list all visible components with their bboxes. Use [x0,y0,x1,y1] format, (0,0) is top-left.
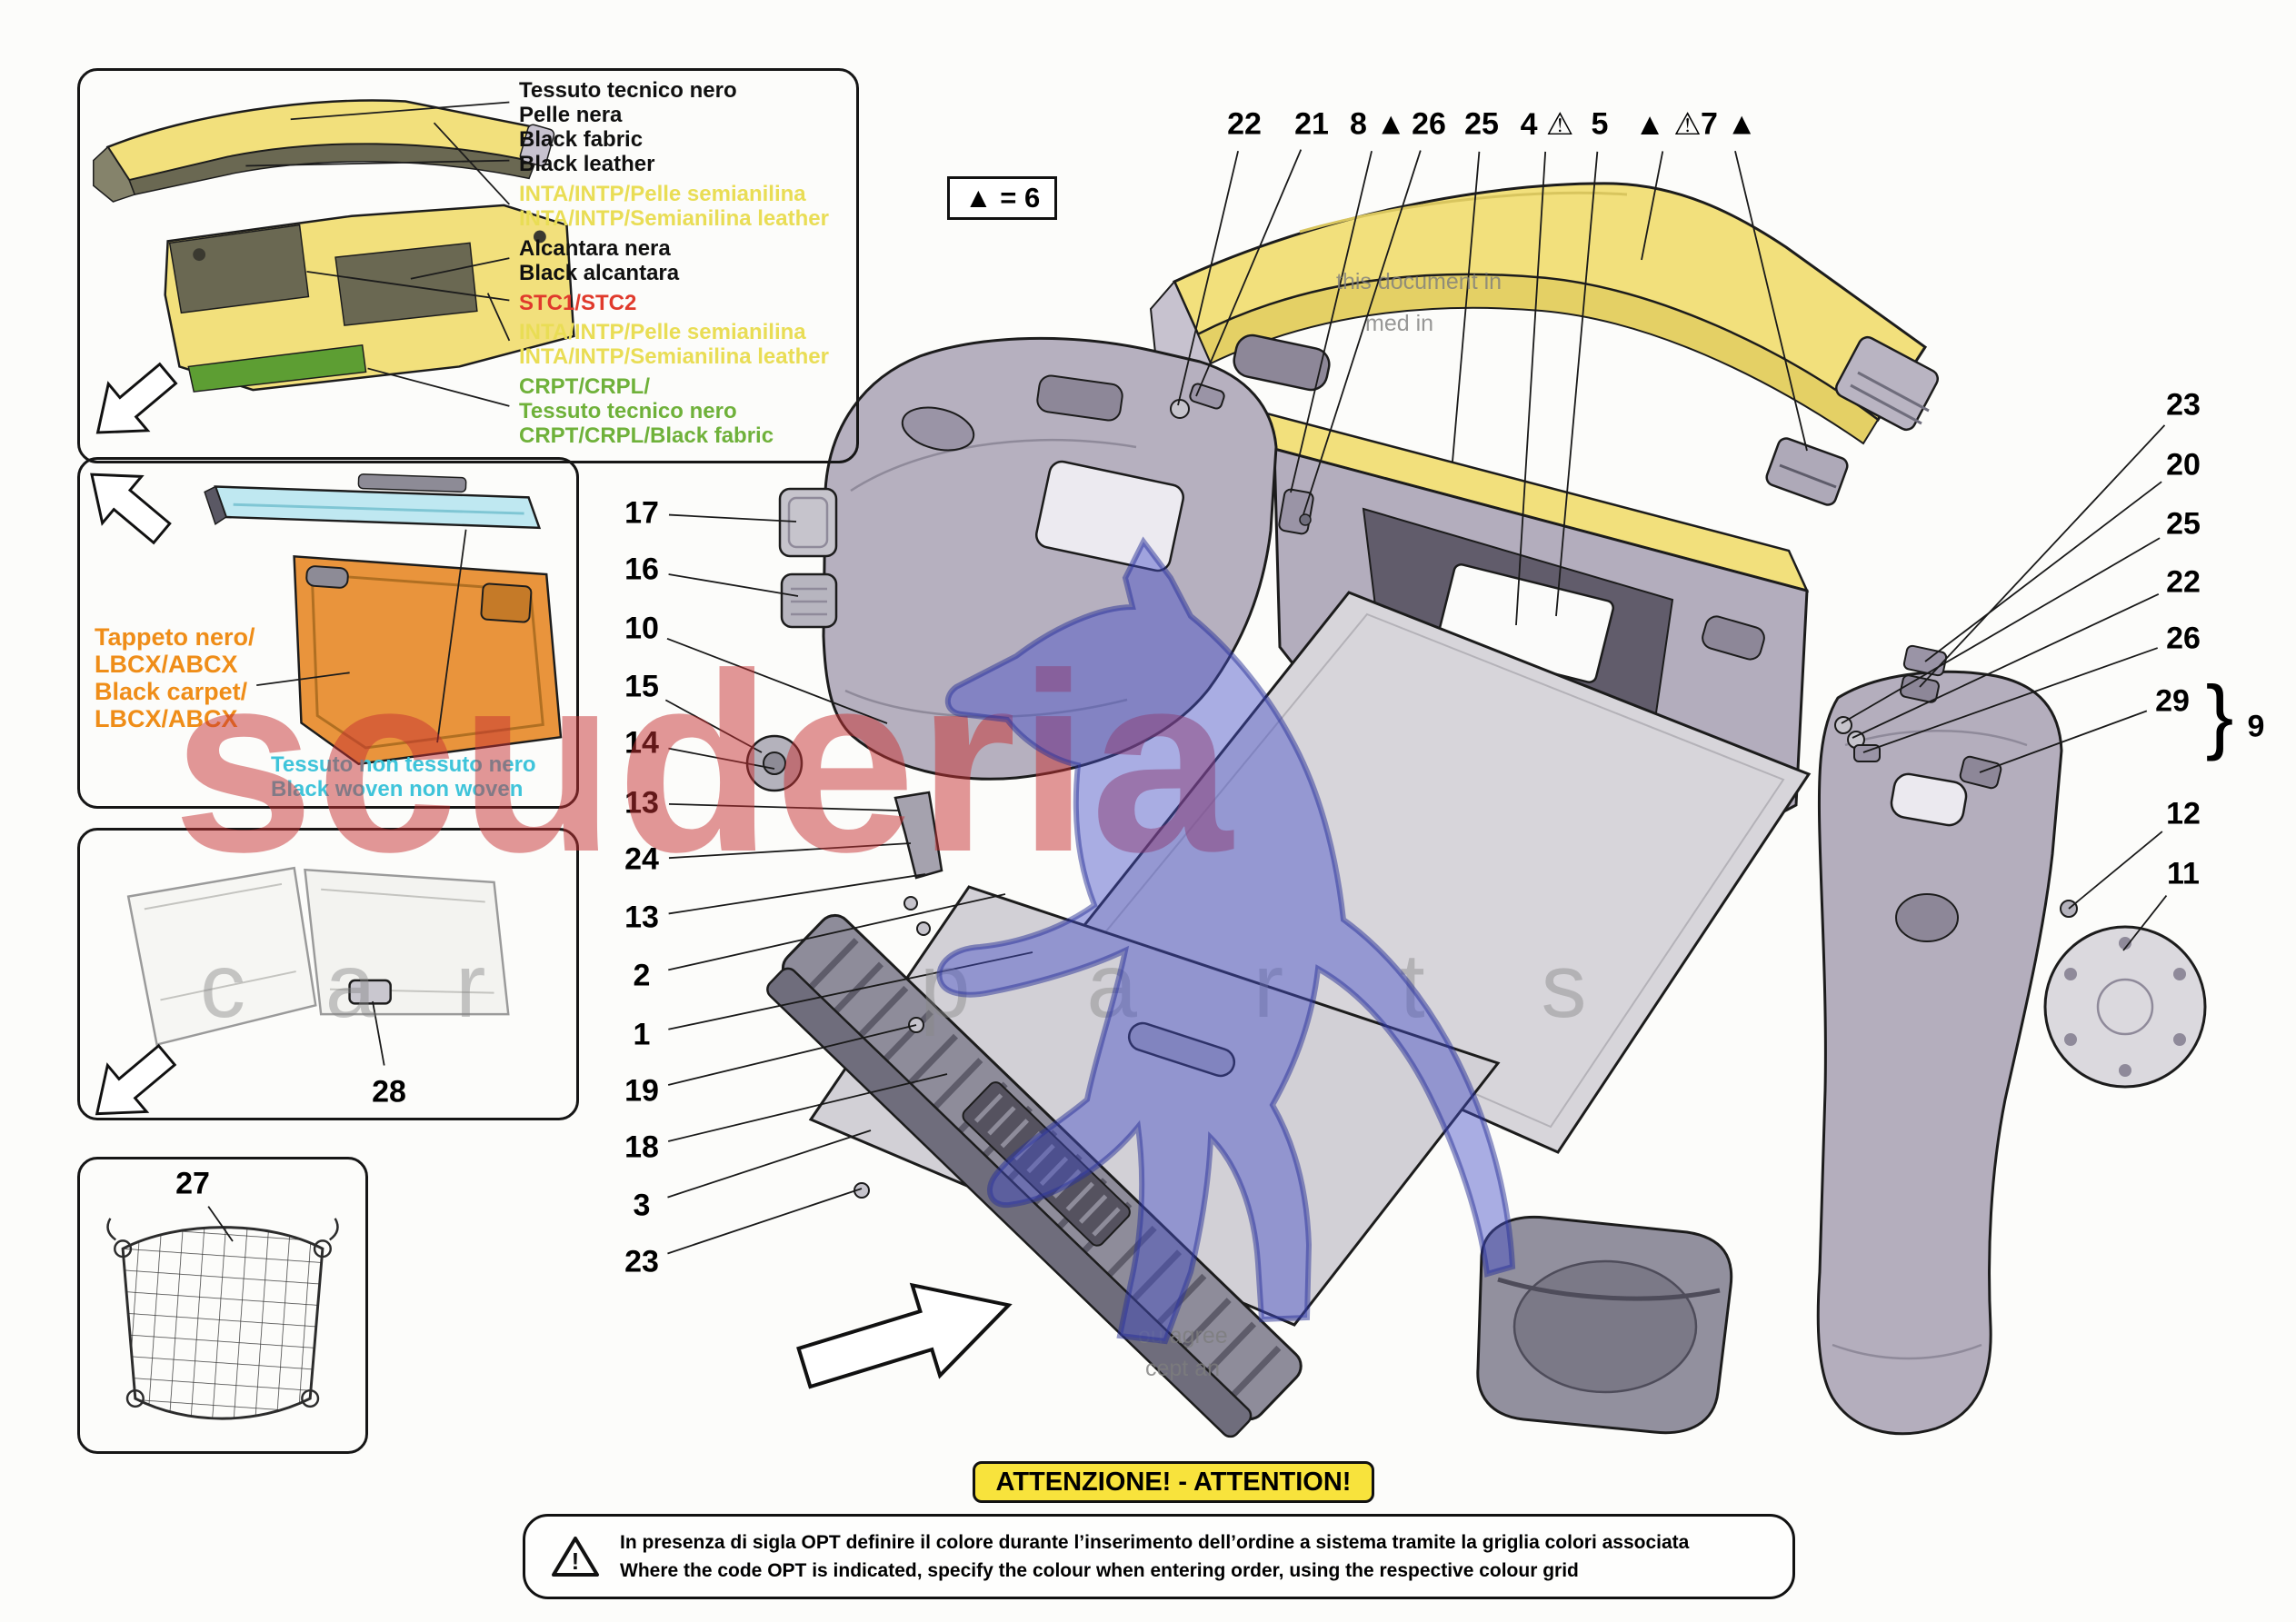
direction-arrow-icon [796,1282,1013,1389]
part-callout: 5 [1591,106,1609,142]
material-label-stc: STC1/STC2 [519,291,637,315]
liner-panels-box [77,828,579,1120]
right-side-trim-panel [1816,644,2207,1436]
part-callout: 17 [624,495,659,531]
carpet-panel-drawing [293,555,563,766]
materials-legend-art [93,99,575,434]
luggage-net-box [77,1157,368,1454]
part-callout: 22 [2166,564,2201,600]
svg-text:!: ! [572,1547,580,1575]
direction-arrow-icon [90,473,172,545]
part-callout: 27 [175,1166,210,1201]
part-callout: 10 [624,611,659,646]
part-callout: 7 ▲ [1700,106,1758,142]
part-callout: 19 [624,1073,659,1109]
part-callout: 11 [2167,856,2200,891]
luggage-net-art [106,1218,339,1420]
part-callout: 18 [624,1129,659,1165]
part-callout: 15 [624,669,659,704]
part-callout: 28 [372,1074,406,1110]
liner-panels-drawing [126,866,510,1047]
part-callout: } [2205,669,2234,762]
part-callout: 24 [624,841,659,877]
part-callout: 9 [2247,709,2265,744]
material-label-alcantara: Alcantara nera Black alcantara [519,236,680,285]
direction-arrow-icon [95,362,178,434]
carpet-label: Tappeto nero/ LBCX/ABCX Black carpet/ LB… [95,623,255,732]
materials-legend-box: Tessuto tecnico nero Pelle nera Black fa… [77,68,859,463]
part-callout: 26 [1412,106,1446,142]
part-callout: 20 [2166,447,2201,483]
opt-warning-text: In presenza di sigla OPT definire il col… [620,1528,1689,1586]
material-label-semianilina-top: INTA/INTP/Pelle semianilina INTA/INTP/Se… [519,182,829,231]
opt-warning-line2: Where the code OPT is indicated, specify… [620,1560,1579,1581]
direction-arrow-icon [95,1043,177,1116]
part-callout: 16 [624,552,659,587]
part-callout: 29 [2155,683,2190,719]
material-label-black-fabric: Tessuto tecnico nero Pelle nera Black fa… [519,78,737,176]
label-leader-lines [256,529,467,743]
attention-banner: ATTENZIONE! - ATTENTION! [973,1461,1374,1503]
shelf-drawing [204,473,542,530]
part-callout: 25 [2166,506,2201,542]
material-label-semianilina-bottom: INTA/INTP/Pelle semianilina INTA/INTP/Se… [519,320,829,369]
material-label-crpt: CRPT/CRPL/ Tessuto tecnico nero CRPT/CRP… [519,374,774,448]
triangle-quantity-legend: ▲ = 6 [947,176,1058,220]
part-callout: 3 [633,1188,651,1223]
part-callout: 14 [624,725,659,761]
part-callout: ▲ ⚠ [1634,107,1702,142]
seatback-panel-drawing [164,204,575,393]
part-callout: 8 ▲ [1349,106,1407,142]
part-callout: 12 [2166,796,2201,831]
woven-label: Tessuto non tessuto nero Black woven non… [271,752,536,801]
part-callout: 23 [2166,387,2201,423]
part-callout: 13 [624,785,659,821]
part-callout: 25 [1464,106,1499,142]
warning-triangle-icon: ! [552,1537,599,1577]
liner-panels-art [95,866,510,1116]
shelf-drawing [93,99,555,203]
carpet-legend-art [90,473,563,766]
part-callout: 22 [1227,106,1262,142]
label-leader-lines [245,101,511,407]
part-callout: 23 [624,1244,659,1279]
part-callout: 21 [1294,106,1329,142]
net-icon [106,1218,339,1420]
part-callout: 1 [633,1017,651,1052]
opt-warning-box: ! In presenza di sigla OPT definire il c… [523,1514,1795,1599]
part-callout: 26 [2166,621,2201,656]
part-callout: 2 [633,958,651,993]
carpet-legend-box: Tappeto nero/ LBCX/ABCX Black carpet/ LB… [77,457,579,809]
part-callout: 13 [624,900,659,935]
opt-warning-line1: In presenza di sigla OPT definire il col… [620,1531,1690,1553]
storage-bin [1476,1215,1733,1435]
part-callout: 4 ⚠ [1520,107,1574,142]
